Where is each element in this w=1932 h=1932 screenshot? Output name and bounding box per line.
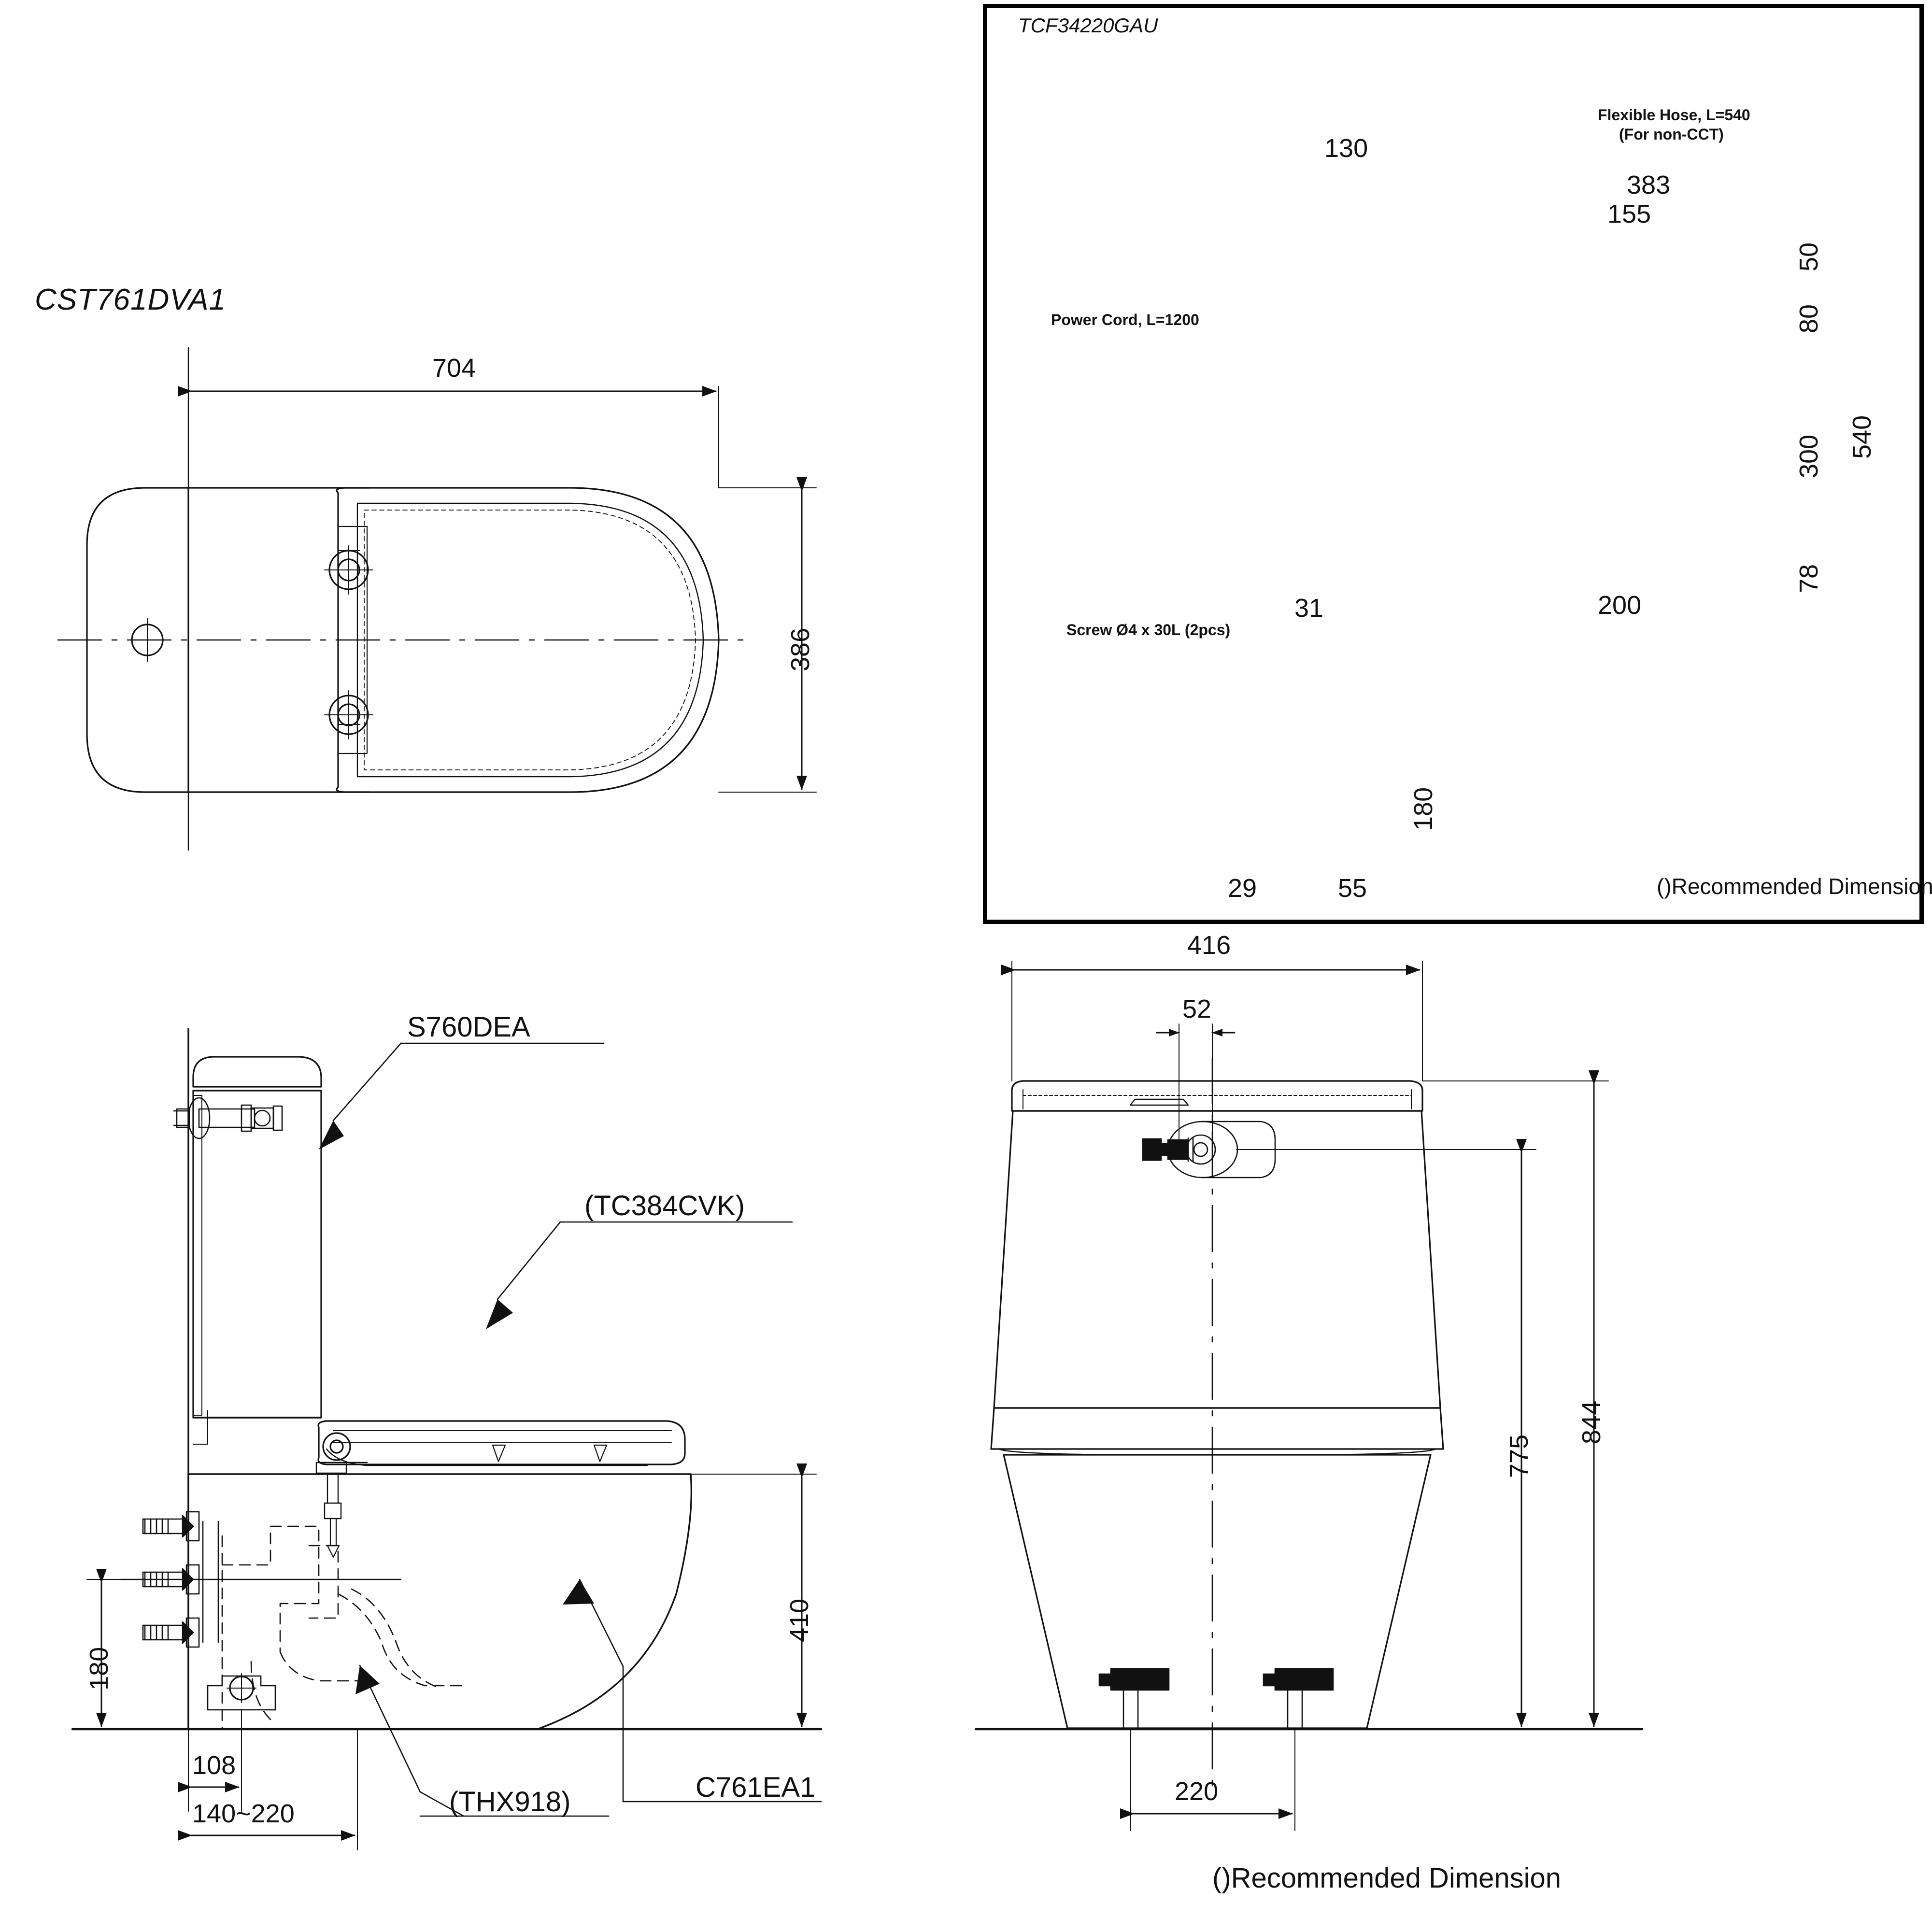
dim-lid-height-50: 50: [1794, 242, 1823, 271]
dim-seat-width-200: 200: [1598, 591, 1642, 620]
dim-screw-head-31: 31: [1294, 594, 1324, 623]
dim-outlet-height-180: 180: [85, 1647, 114, 1690]
dim-outlet-offset-108: 108: [192, 1751, 236, 1780]
dim-rim-height-410: 410: [785, 1598, 814, 1642]
dim-washlet-length-383: 383: [1627, 170, 1671, 199]
dim-washlet-side-130: 130: [1324, 134, 1368, 163]
dim-overall-width: 386: [786, 627, 815, 671]
dim-overall-length: 704: [432, 354, 476, 383]
dim-remote-thickness-29: 29: [1228, 874, 1257, 903]
dim-rough-in-140-220: 140~220: [192, 1799, 295, 1828]
dim-remote-width-55: 55: [1338, 874, 1367, 903]
label-seat-tc384cvk: (TC384CVK): [584, 1190, 745, 1222]
label-pan-c761ea1: C761EA1: [696, 1772, 816, 1803]
washlet-box-footer-note: ()Recommended Dimension: [1657, 874, 1932, 899]
dim-body-height-80: 80: [1794, 304, 1823, 333]
washlet-detail-box: [983, 4, 1924, 924]
note-flexible-hose-line1: Flexible Hose, L=540: [1598, 106, 1750, 124]
dim-remote-height-180: 180: [1409, 787, 1438, 831]
dim-front-offset-78: 78: [1794, 564, 1823, 593]
dim-overall-height-844: 844: [1577, 1400, 1606, 1444]
note-power-cord: Power Cord, L=1200: [1051, 311, 1199, 328]
top-view-geometry: [57, 347, 817, 851]
side-view-geometry: [71, 1028, 823, 1850]
label-tank-s760dea: S760DEA: [407, 1011, 530, 1043]
front-view-geometry: [974, 961, 1644, 1831]
dim-inlet-height-775: 775: [1505, 1434, 1534, 1478]
dim-mount-hole-155: 155: [1607, 199, 1651, 228]
note-screw: Screw Ø4 x 30L (2pcs): [1066, 621, 1231, 639]
note-flexible-hose-line2: (For non-CCT): [1619, 126, 1724, 143]
dim-tank-width-416: 416: [1187, 931, 1231, 960]
dim-inlet-offset-52: 52: [1182, 994, 1212, 1023]
label-connector-thx918: (THX918): [449, 1786, 571, 1818]
dim-seat-opening-300: 300: [1794, 434, 1823, 478]
washlet-box-title: TCF34220GAU: [1018, 14, 1158, 37]
recommended-dimension-note: ()Recommended Dimension: [1212, 1862, 1562, 1894]
dim-washlet-depth-540: 540: [1847, 415, 1876, 459]
dim-bolt-spacing-220: 220: [1175, 1777, 1219, 1806]
page-title: CST761DVA1: [35, 283, 226, 316]
